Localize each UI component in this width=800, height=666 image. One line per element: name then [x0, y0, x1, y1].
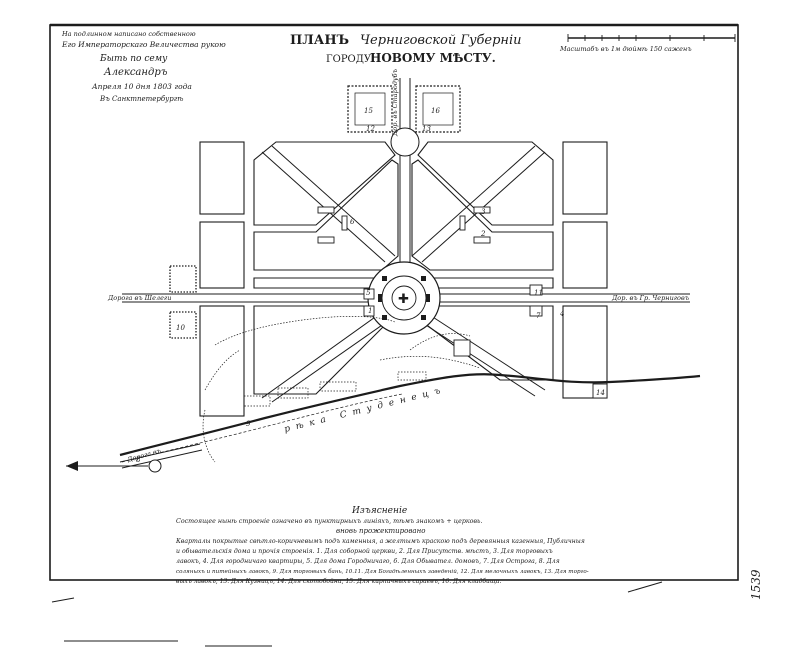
approval-line-1: На подлинном написано собственною: [61, 30, 196, 38]
title-gubernia: Черниговской Губерніи: [360, 33, 522, 48]
legend-line-7: выхъ лавокъ, 13. Для Кузницъ, 14. Для ск…: [176, 578, 501, 585]
approval-place: Въ Санктпетербургѣ: [99, 95, 183, 103]
north-plazas: [347, 85, 461, 157]
block-number: 16: [431, 107, 440, 115]
margin-strokes: [51, 581, 663, 647]
legend: Изъясненіе Состоящее нынѣ строеніе означ…: [175, 506, 589, 585]
quarter-se: [419, 305, 554, 381]
block-number: 12: [366, 125, 375, 133]
west-plazas: [169, 265, 197, 339]
block-number: 11: [534, 289, 543, 297]
archive-number: 1539: [749, 569, 763, 600]
block-number: 14: [596, 389, 605, 397]
scale-label: Масштабъ въ 1м дюймѣ 150 саженъ: [559, 45, 692, 53]
block-west-1: [199, 141, 245, 215]
legend-title: Изъясненіе: [351, 506, 407, 516]
block-number: 13: [422, 125, 431, 133]
block-number: 2: [480, 230, 486, 238]
approval-line-2: Его Императорскаго Величества рукою: [61, 40, 226, 49]
map-title: ПЛАНЪ Черниговской Губерніи ГОРОДУ НОВОМ…: [290, 33, 522, 65]
main-streets: [122, 78, 690, 303]
block-number: 9: [246, 420, 251, 428]
compass-arrow: [66, 459, 162, 473]
river-stedenets: [119, 373, 701, 463]
imperial-approval: На подлинном написано собственною Его Им…: [61, 30, 226, 103]
quarter-nw-a: [253, 141, 396, 226]
block-number: 15: [364, 107, 373, 115]
block-number: 3: [481, 208, 486, 216]
block-number: 4: [559, 310, 564, 318]
legend-line-2: вновь прожектировано: [336, 527, 425, 535]
block-number: 7: [536, 312, 541, 320]
block-number: 6: [350, 218, 355, 226]
block-east-2: [562, 221, 608, 289]
road-label-east: Дор. въ Гр. Черниговъ: [611, 294, 690, 302]
building-marks: [317, 206, 608, 399]
approval-signature: Александръ: [103, 67, 168, 78]
scale-bar: [567, 34, 736, 42]
svg-text:✚: ✚: [398, 292, 409, 307]
quarter-nw-c: [253, 277, 377, 289]
quarter-ne-a: [417, 141, 554, 226]
title-word-plan: ПЛАНЪ: [290, 33, 349, 48]
block-west-3: [199, 305, 245, 417]
block-east-1: [562, 141, 608, 215]
road-label-west: Дорога въ Шелеги: [107, 294, 171, 302]
road-label-north: Дор. въ Стародубъ: [391, 68, 399, 137]
block-number: 10: [176, 324, 185, 332]
title-town-name: НОВОМУ МѢСТУ.: [370, 51, 496, 65]
legend-line-1: Состоящее нынѣ строеніе означено въ пунк…: [176, 518, 483, 525]
quarter-ne-b: [411, 159, 554, 271]
approval-date: Апреля 10 дня 1803 года: [91, 82, 192, 91]
block-west-2: [199, 221, 245, 289]
legend-line-5: лавокъ, 4. Для городничаго квартиры, 5. …: [176, 558, 560, 565]
approval-line-3: Быть по сему: [99, 54, 168, 64]
block-number: 1: [368, 307, 372, 315]
legend-line-6: соляныхъ и питейныхъ лавокъ, 9. Для торг…: [176, 568, 589, 575]
quarter-nw-b: [253, 159, 399, 271]
central-square: ✚: [367, 261, 441, 335]
street-grid: [199, 141, 608, 417]
block-number: 5: [366, 289, 371, 297]
legend-line-4: и обывательскія дома и прочія строенія. …: [176, 548, 553, 555]
existing-buildings: [202, 316, 481, 463]
block-number: 8: [136, 456, 141, 464]
quarter-sw: [253, 305, 391, 395]
legend-line-3: Кварталы покрытые свѣтло-коричневымъ под…: [175, 538, 585, 545]
block-numbers: 15 16 12 13 1 2 3 4 5 6 7 8 9 10 11 14: [136, 107, 605, 464]
title-word-gorodu: ГОРОДУ: [326, 54, 372, 65]
